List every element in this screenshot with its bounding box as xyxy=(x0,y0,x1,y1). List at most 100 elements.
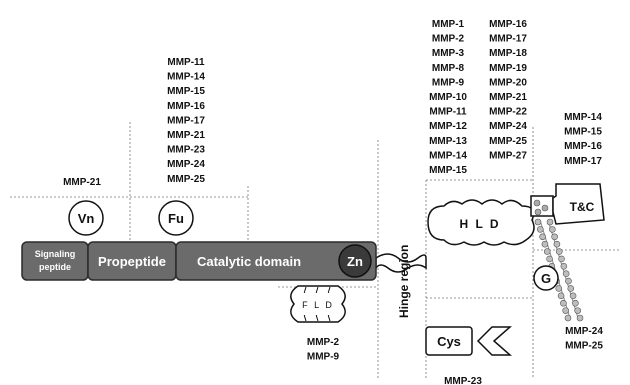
mmp-label: MMP-2 xyxy=(432,34,465,45)
lipid-head xyxy=(576,314,584,322)
lipid-head xyxy=(555,248,563,255)
mmp-label: MMP-27 xyxy=(489,150,527,161)
mmp-label: MMP-24 xyxy=(489,121,527,132)
mmp-label: MMP-25 xyxy=(565,341,603,352)
vn-label: Vn xyxy=(78,211,95,226)
signaling-peptide-domain xyxy=(21,241,89,281)
fibronectin-like-domain: F L D xyxy=(290,285,346,323)
lipid-head xyxy=(553,240,561,248)
mmp-label: MMP-17 xyxy=(489,34,527,45)
lipid-head xyxy=(543,248,551,255)
signaling-label-line1: Signaling xyxy=(35,249,76,259)
hemopexin-like-domain: H L D xyxy=(427,199,535,246)
mmp-label: MMP-15 xyxy=(564,127,602,138)
cysteine-array-domain: Cys xyxy=(425,326,512,356)
fld-label: F L D xyxy=(302,300,334,310)
mmp-label: MMP-16 xyxy=(564,141,602,152)
mmp-label: MMP-23 xyxy=(167,145,205,156)
mmp-label: MMP-8 xyxy=(432,63,465,74)
mmp-label: MMP-14 xyxy=(429,150,467,161)
lipid-head xyxy=(560,299,567,307)
label-group-vn: MMP-21 xyxy=(63,177,101,188)
furin-site xyxy=(158,200,194,236)
mmp-label: MMP-25 xyxy=(489,136,527,147)
catalytic-label: Catalytic domain xyxy=(197,254,301,269)
mmp-label: MMP-17 xyxy=(167,115,205,126)
mmp-label: MMP-2 xyxy=(307,337,340,348)
gpi-anchor xyxy=(533,265,559,291)
label-group-cys: MMP-23 xyxy=(444,376,482,385)
lipid-head xyxy=(558,255,565,263)
mmp-label: MMP-12 xyxy=(429,121,467,132)
mmp-label: MMP-9 xyxy=(307,352,340,363)
mmp-label: MMP-19 xyxy=(489,63,527,74)
mmp-label: MMP-16 xyxy=(167,101,205,112)
lipid-head xyxy=(574,307,581,314)
lipid-head xyxy=(551,233,558,241)
hinge-region-label: Hinge region xyxy=(397,245,411,318)
lipid-head xyxy=(555,285,563,292)
transmembrane-cytoplasmic-domain: T&C xyxy=(530,183,605,225)
hinge-linker xyxy=(375,253,427,273)
mmp-label: MMP-14 xyxy=(564,112,602,123)
mmp-label: MMP-24 xyxy=(565,326,603,337)
g-label: G xyxy=(541,271,551,286)
lipid-head xyxy=(541,240,549,248)
mmp-label: MMP-21 xyxy=(489,92,527,103)
mmp-label: MMP-21 xyxy=(63,177,101,188)
fu-label: Fu xyxy=(168,211,184,226)
label-group-hld-right: MMP-16MMP-17MMP-18MMP-19MMP-20MMP-21MMP-… xyxy=(489,19,527,161)
lipid-head xyxy=(546,255,553,263)
mmp-label: MMP-15 xyxy=(167,86,205,97)
mmp-label: MMP-23 xyxy=(444,376,482,385)
lipid-head xyxy=(560,263,568,270)
mmp-label: MMP-3 xyxy=(432,48,465,59)
mmp-label: MMP-11 xyxy=(167,57,205,68)
ig-like-chevron xyxy=(476,326,512,356)
lipid-head xyxy=(539,233,546,241)
mmp-label: MMP-1 xyxy=(432,19,465,30)
domain-bar: Signaling peptide Propeptide Catalytic d… xyxy=(21,241,377,281)
mmp-label: MMP-17 xyxy=(564,156,602,167)
mmp-label: MMP-15 xyxy=(429,165,467,176)
mmp-label: MMP-10 xyxy=(429,92,467,103)
mmp-label: MMP-25 xyxy=(167,174,205,185)
lipid-head xyxy=(564,314,572,322)
lipid-head xyxy=(534,218,542,226)
zinc-label: Zn xyxy=(347,254,363,269)
mmp-label: MMP-24 xyxy=(167,159,205,170)
vitronectin-domain xyxy=(68,200,104,236)
tc-label: T&C xyxy=(570,200,595,214)
lipid-head xyxy=(537,226,544,233)
label-group-hld-left: MMP-1MMP-2MMP-3MMP-8MMP-9MMP-10MMP-11MMP… xyxy=(429,19,467,176)
mmp-label: MMP-16 xyxy=(489,19,527,30)
mmp-label: MMP-13 xyxy=(429,136,467,147)
mmp-label: MMP-22 xyxy=(489,107,527,118)
mmp-label: MMP-14 xyxy=(167,72,205,83)
lipid-head xyxy=(572,299,579,307)
lipid-head xyxy=(562,307,569,314)
mmp-label: MMP-20 xyxy=(489,77,527,88)
lipid-head xyxy=(549,226,556,233)
cys-label: Cys xyxy=(437,334,461,349)
mmp-label: MMP-21 xyxy=(167,130,205,141)
signaling-label-line2: peptide xyxy=(39,262,71,272)
catalytic-domain xyxy=(175,241,377,281)
mmp-label: MMP-9 xyxy=(432,77,465,88)
lipid-head xyxy=(562,270,570,277)
label-group-fu: MMP-11MMP-14MMP-15MMP-16MMP-17MMP-21MMP-… xyxy=(167,57,205,185)
propeptide-label: Propeptide xyxy=(98,254,166,269)
lipid-head xyxy=(546,218,554,226)
lipid-head xyxy=(565,277,572,285)
hld-label: H L D xyxy=(459,217,500,231)
lipid-head xyxy=(557,292,565,300)
mmp-label: MMP-18 xyxy=(489,48,527,59)
mmp-label: MMP-11 xyxy=(429,107,467,118)
lipid-head xyxy=(567,285,575,292)
lipid-head xyxy=(569,292,577,300)
zinc-site xyxy=(338,244,372,278)
